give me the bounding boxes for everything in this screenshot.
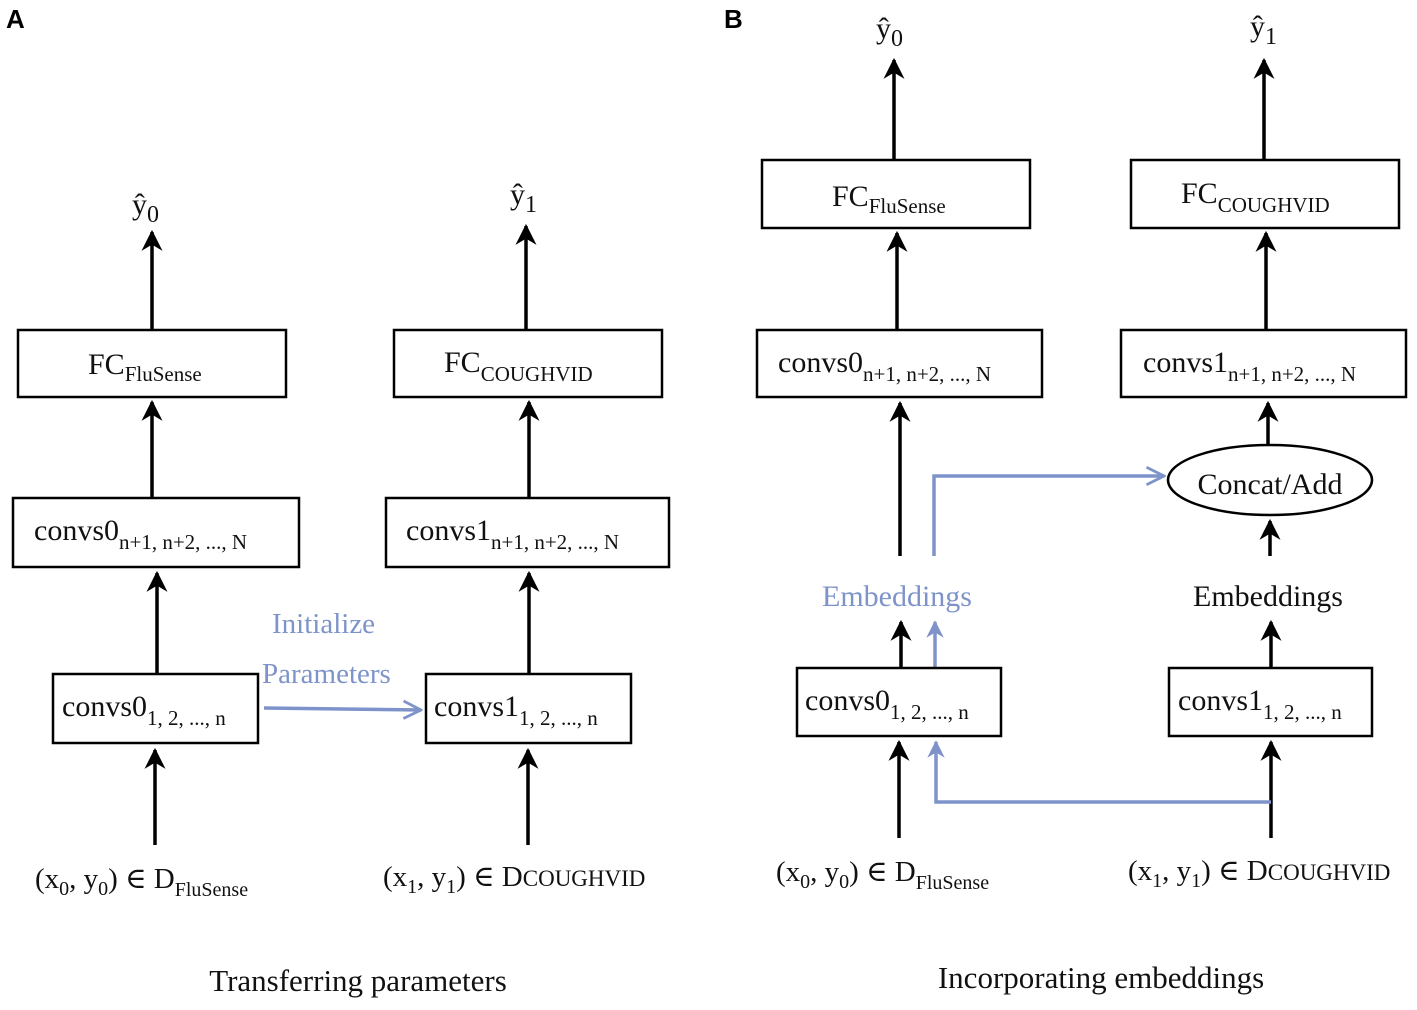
b-fc-flusense-box — [760, 158, 1032, 230]
panel-a-yhat1: ŷ1 — [510, 178, 537, 218]
b-fc-flusense-label: FCFluSense — [832, 180, 946, 218]
convs0-bottom-label: convs01, 2, ..., n — [62, 690, 226, 730]
b-convs0-bottom-box — [795, 666, 1003, 738]
convs1-bottom-label: convs11, 2, ..., n — [434, 690, 598, 730]
fc-flusense-label: FCFluSense — [88, 348, 202, 386]
convs0-top-label: convs0n+1, n+2, ..., N — [34, 514, 247, 554]
b-convs1-bottom-label: convs11, 2, ..., n — [1178, 684, 1342, 724]
input-flusense: (x0, y0) ∈ DFluSense — [35, 863, 248, 901]
b-convs0-top-box — [755, 328, 1044, 399]
panel-a: A ŷ0 ŷ1 FCFluSense FCCOUGHVID convs0n+1,… — [6, 4, 671, 998]
parameters-label: Parameters — [262, 658, 391, 690]
panel-a-yhat0: ŷ0 — [132, 188, 159, 228]
b-convs0-top-label: convs0n+1, n+2, ..., N — [778, 346, 991, 386]
fc-coughvid-label: FCCOUGHVID — [444, 346, 593, 386]
convs0-bottom-box — [51, 672, 260, 745]
b-input-coughvid: (x1, y1) ∈ DCOUGHVID — [1128, 855, 1390, 892]
b-convs1-top-box — [1119, 328, 1408, 399]
concat-add-node — [1166, 443, 1374, 517]
convs1-bottom-box — [424, 672, 633, 745]
panel-b: B ŷ0 ŷ1 FCFluSense FCCOUGHVID convs0n+1,… — [724, 4, 1408, 995]
panel-b-yhat1: ŷ1 — [1250, 10, 1277, 50]
convs0-top-box — [11, 496, 301, 569]
arrow-b-coughvid-to-convs0 — [927, 740, 1271, 804]
fc-flusense-box — [16, 328, 288, 399]
initialize-label: Initialize — [272, 608, 375, 640]
arrow-b-embeddings-shared — [932, 476, 1164, 556]
convs1-top-label: convs1n+1, n+2, ..., N — [406, 514, 619, 554]
b-embeddings-right: Embeddings — [1193, 580, 1343, 613]
panel-a-caption: Transferring parameters — [209, 963, 507, 998]
b-convs0-bottom-label: convs01, 2, ..., n — [805, 684, 969, 724]
panel-b-caption: Incorporating embeddings — [938, 960, 1264, 995]
fc-coughvid-box — [392, 328, 664, 399]
b-fc-coughvid-label: FCCOUGHVID — [1181, 177, 1330, 217]
b-convs1-top-label: convs1n+1, n+2, ..., N — [1143, 346, 1356, 386]
b-convs1-bottom-box — [1167, 666, 1374, 738]
concat-add-label: Concat/Add — [1198, 468, 1343, 501]
arrow-initialize-parameters — [263, 708, 421, 710]
convs1-top-box — [384, 496, 671, 569]
b-input-flusense: (x0, y0) ∈ DFluSense — [776, 856, 989, 894]
b-fc-coughvid-box — [1129, 158, 1401, 230]
panel-b-yhat0: ŷ0 — [876, 12, 903, 52]
b-embeddings-left: Embeddings — [822, 580, 972, 613]
panel-b-letter: B — [724, 4, 743, 34]
panel-a-letter: A — [6, 4, 25, 34]
input-coughvid: (x1, y1) ∈ DCOUGHVID — [383, 861, 645, 898]
